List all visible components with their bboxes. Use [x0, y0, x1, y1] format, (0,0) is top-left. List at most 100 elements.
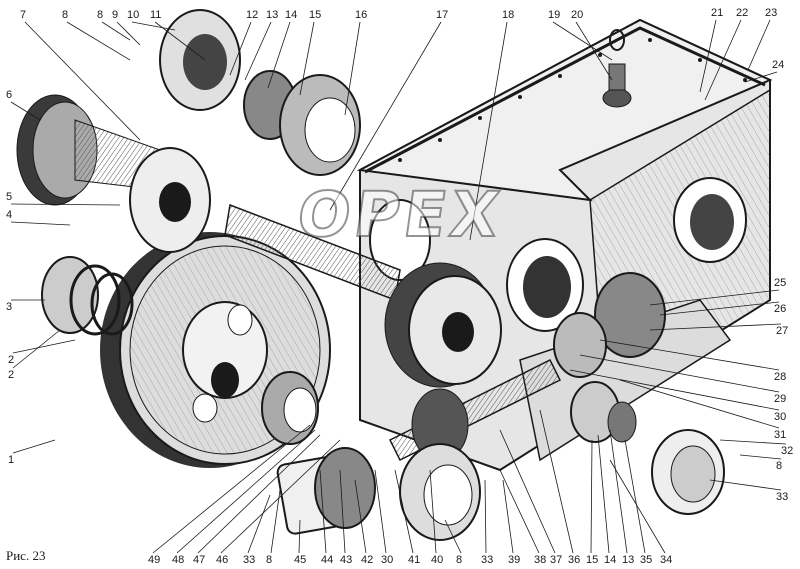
callout-34: 34: [660, 554, 673, 566]
callout-49: 49: [148, 554, 161, 566]
leader-45: [298, 519, 301, 554]
callout-24: 24: [772, 59, 785, 71]
callout-46: 46: [216, 554, 229, 566]
housing-bore-right: [673, 177, 747, 263]
leader-16: [344, 21, 361, 116]
callout-6: 6: [6, 89, 13, 101]
bearing-rings-left: [41, 256, 134, 336]
leader-37: [499, 429, 556, 554]
leader-8: [739, 454, 782, 460]
leader-28: [599, 339, 780, 371]
callout-15: 15: [586, 554, 599, 566]
callout-15: 15: [309, 9, 322, 21]
callout-2: 2: [8, 369, 15, 381]
leader-33: [484, 479, 487, 554]
callout-8: 8: [456, 554, 463, 566]
leader-8: [101, 21, 131, 41]
leader-49: [152, 424, 311, 554]
callout-13: 13: [622, 554, 635, 566]
callout-1: 1: [8, 454, 15, 466]
leader-lines: [10, 19, 787, 554]
callout-8: 8: [266, 554, 273, 566]
callout-43: 43: [340, 554, 353, 566]
callout-8: 8: [62, 9, 69, 21]
leader-22: [704, 19, 742, 101]
leader-5: [10, 203, 121, 206]
leader-43: [339, 469, 346, 554]
leader-31: [619, 379, 780, 429]
leader-19: [552, 21, 613, 61]
callout-26: 26: [774, 303, 787, 315]
leader-12: [229, 21, 252, 76]
callout-42: 42: [361, 554, 374, 566]
leader-20: [575, 21, 613, 81]
helical-gear: [384, 262, 502, 388]
leader-33: [247, 494, 271, 554]
callout-27: 27: [776, 325, 789, 337]
callout-39: 39: [508, 554, 521, 566]
callout-44: 44: [321, 554, 334, 566]
leader-39: [502, 479, 514, 554]
leader-24: [744, 71, 778, 83]
callout-48: 48: [172, 554, 185, 566]
worm-shaft: [388, 358, 562, 462]
callout-19: 19: [548, 9, 561, 21]
leader-30: [569, 369, 780, 411]
leader-15: [590, 439, 593, 554]
callout-21: 21: [711, 7, 724, 19]
leader-23: [747, 19, 771, 71]
leader-21: [699, 19, 717, 93]
callout-8: 8: [97, 9, 104, 21]
callout-33: 33: [481, 554, 494, 566]
leader-6: [10, 101, 41, 121]
leader-35: [624, 439, 646, 554]
leader-41: [394, 469, 414, 554]
callout-2: 2: [8, 354, 15, 366]
callout-20: 20: [571, 9, 584, 21]
housing-bore-left: [369, 199, 431, 281]
top-bearing-cover: [159, 9, 241, 111]
leader-14: [267, 21, 291, 89]
leader-10: [131, 21, 176, 31]
callout-35: 35: [640, 554, 653, 566]
callout-23: 23: [765, 7, 778, 19]
callout-40: 40: [431, 554, 444, 566]
filler-cap: [602, 29, 632, 108]
callout-31: 31: [774, 429, 787, 441]
top-bearing-set: [243, 70, 361, 176]
leader-13: [244, 21, 272, 81]
figure-caption: Рис. 23: [6, 548, 46, 563]
right-bearing-parts: [553, 272, 725, 515]
callout-29: 29: [774, 393, 787, 405]
upper-gear-shaft: [16, 94, 211, 253]
callout-16: 16: [355, 9, 368, 21]
callout-7: 7: [20, 9, 27, 21]
callout-36: 36: [568, 554, 581, 566]
callout-17: 17: [436, 9, 449, 21]
callout-12: 12: [246, 9, 259, 21]
leader-1: [12, 439, 56, 454]
leader-9: [116, 21, 141, 46]
leader-42: [354, 479, 367, 554]
leader-8: [270, 489, 281, 554]
leader-2: [12, 339, 76, 354]
leader-8: [444, 519, 462, 554]
leader-38: [499, 469, 540, 554]
leader-32: [719, 439, 787, 445]
leader-25: [649, 289, 780, 306]
leader-44: [319, 469, 327, 554]
leader-11: [154, 21, 206, 61]
callout-38: 38: [534, 554, 547, 566]
leader-29: [579, 354, 780, 393]
callout-32: 32: [781, 445, 794, 457]
leader-27: [649, 323, 782, 331]
leader-40: [429, 469, 437, 554]
callout-47: 47: [193, 554, 206, 566]
callout-22: 22: [736, 7, 749, 19]
callout-18: 18: [502, 9, 515, 21]
leader-2: [12, 329, 61, 369]
callout-14: 14: [604, 554, 617, 566]
housing-bore-middle: [506, 238, 584, 332]
leader-18: [469, 21, 508, 241]
